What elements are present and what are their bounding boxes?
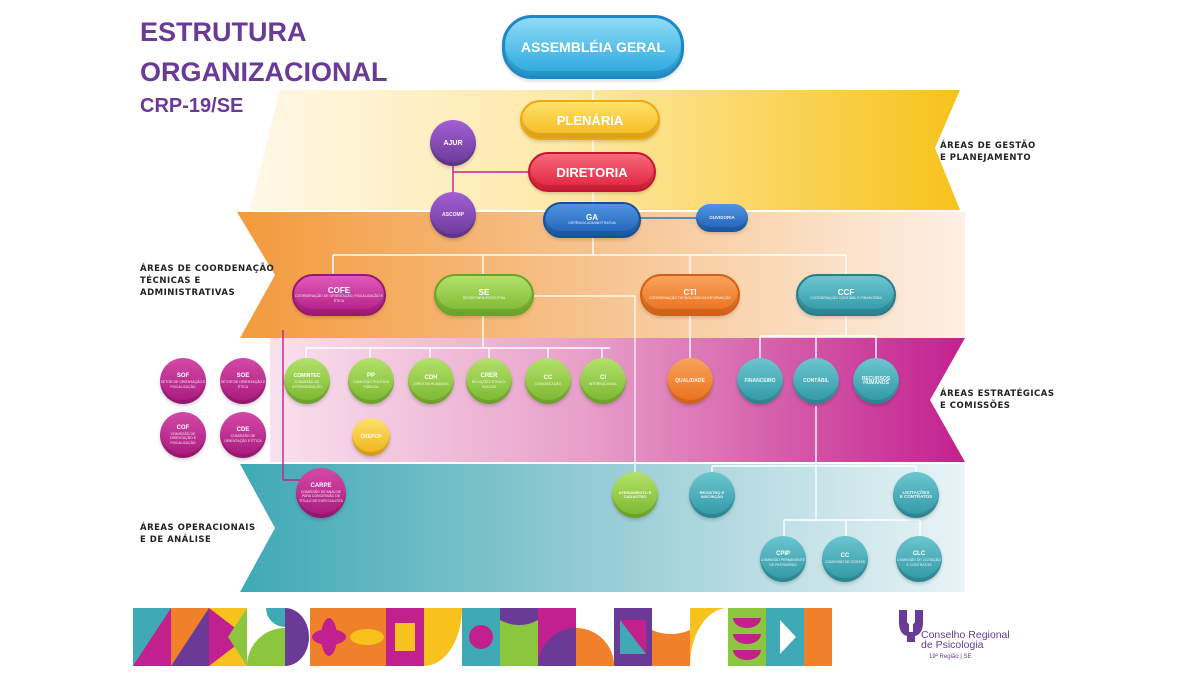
node-pp[interactable]: PP COMISSÃO POLÍTICA PÚBLICA: [348, 358, 394, 404]
logo-name: Conselho Regional de Psicologia: [921, 629, 1010, 651]
node-diretoria[interactable]: DIRETORIA: [528, 152, 656, 192]
node-cc-contas[interactable]: CC COMISSÃO DE CONTAS: [822, 536, 868, 582]
node-qualidade[interactable]: QUALIDADE: [667, 358, 713, 404]
logo-region: 19ª Região | SE: [929, 654, 972, 660]
node-se[interactable]: SE SECRETARIA EXECUTIVA: [434, 274, 534, 316]
node-cof[interactable]: COF COMISSÃO DE ORIENTAÇÃO E FISCALIZAÇÃ…: [160, 412, 206, 458]
crp-logo: Conselho Regional de Psicologia 19ª Regi…: [897, 608, 1047, 670]
node-licitacoes[interactable]: LICITAÇÕES E CONTRATOS: [893, 472, 939, 518]
node-cpip[interactable]: CPIP COMISSÃO PERMANENTE DE PATRIMÔNIO: [760, 536, 806, 582]
node-sof[interactable]: SOF SETOR DE ORIENTAÇÃO E FISCALIZAÇÃO: [160, 358, 206, 404]
node-contabil[interactable]: CONTÁBIL: [793, 358, 839, 404]
title-line-2: ORGANIZACIONAL: [140, 57, 388, 87]
node-crer[interactable]: CRER RELAÇÕES ÉTNICO-RACIAIS: [466, 358, 512, 404]
page-title: ESTRUTURA ORGANIZACIONAL: [140, 12, 387, 92]
node-cti[interactable]: CTI COORDENAÇÃO TECNOLOGIA DA INFORMAÇÃO: [640, 274, 740, 316]
node-cc[interactable]: CC COMUNICAÇÃO: [525, 358, 571, 404]
band-gestao: [250, 90, 960, 210]
label-gestao: ÁREAS DE GESTÃO E PLANEJAMENTO: [940, 141, 1036, 163]
page-subtitle: CRP-19/SE: [140, 95, 244, 117]
node-cde[interactable]: CDE COMISSÃO DE ORIENTAÇÃO E ÉTICA: [220, 412, 266, 458]
node-cdh[interactable]: CDH DIREITOS HUMANOS: [408, 358, 454, 404]
node-clc[interactable]: CLC COMISSÃO DE LICITAÇÃO E CONTRATOS: [896, 536, 942, 582]
node-soe[interactable]: SOE SETOR DE ORIENTAÇÃO E ÉTICA: [220, 358, 266, 404]
node-atendimento[interactable]: ATENDIMENTO E CADASTRO: [612, 472, 658, 518]
node-ci[interactable]: CI INTERNACIONAL: [580, 358, 626, 404]
node-ouvidoria[interactable]: OUVIDORIA: [696, 204, 748, 232]
psi-logo-icon: [899, 608, 923, 642]
node-carpe[interactable]: CARPE COMISSÃO DE ANÁLISE PARA CONCESSÃO…: [296, 468, 346, 518]
node-ga[interactable]: GA GERÊNCIA ADMINISTRATIVA: [543, 202, 641, 238]
node-ascomp[interactable]: ASCOMP: [430, 192, 476, 238]
node-cofe[interactable]: COFE COORDENAÇÃO DE ORIENTAÇÃO, FISCALIZ…: [292, 274, 386, 316]
label-coordenacao: ÁREAS DE COORDENAÇÃO TÉCNICAS E ADMINIST…: [140, 264, 275, 298]
node-plenaria[interactable]: PLENÁRIA: [520, 100, 660, 140]
node-registro[interactable]: REGISTRO E INSCRIÇÃO: [689, 472, 735, 518]
node-assembleia-geral[interactable]: ASSEMBLÉIA GERAL: [502, 15, 684, 79]
node-ajur[interactable]: AJUR: [430, 120, 476, 166]
label-estrategicas: ÁREAS ESTRATÉGICAS E COMISSÕES: [940, 389, 1055, 411]
band-coordenacao: [237, 212, 965, 338]
node-crepop[interactable]: CREPOP: [352, 418, 390, 456]
node-ccf[interactable]: CCF COORDENAÇÃO CONTÁBIL E FINANCEIRA: [796, 274, 896, 316]
node-financeiro[interactable]: FINANCEIRO: [737, 358, 783, 404]
node-recursos-humanos[interactable]: RECURSOS HUMANOS: [853, 358, 899, 404]
label-operacionais: ÁREAS OPERACIONAIS E DE ANÁLISE: [140, 523, 256, 545]
node-comintec[interactable]: COMINTEC COMISSÃO DE INTERIORIZAÇÃO: [284, 358, 330, 404]
title-line-1: ESTRUTURA: [140, 17, 307, 47]
